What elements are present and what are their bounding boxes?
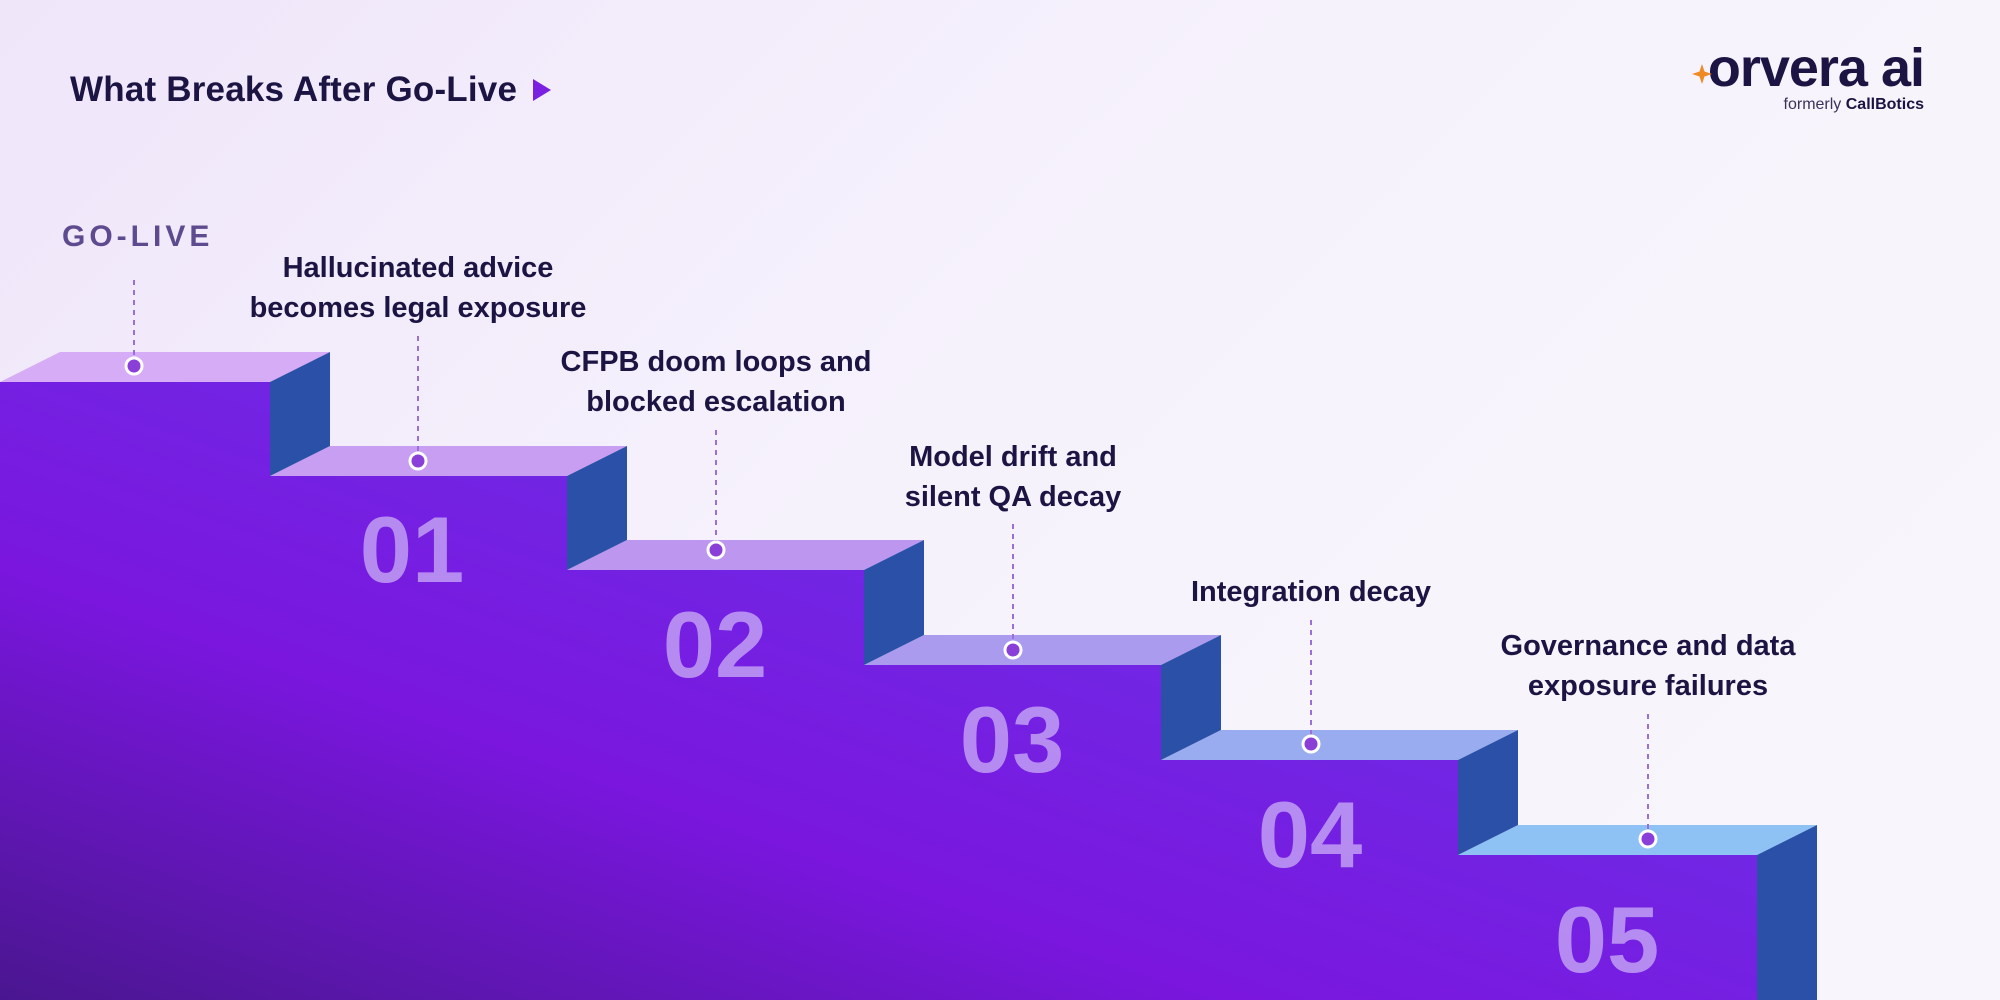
go-live-label: GO-LIVE <box>62 220 214 253</box>
marker-dot-step-01 <box>408 451 428 471</box>
tread-step-04 <box>1161 730 1518 760</box>
marker-dot-go-live <box>124 356 144 376</box>
riser-step-01 <box>567 446 627 570</box>
step-label-05: Governance and data exposure failures <box>1500 630 1796 702</box>
tread-step-05 <box>1458 825 1817 855</box>
step-number-02: 02 <box>662 592 768 697</box>
riser-step-02 <box>864 540 924 665</box>
logo-subtitle: formerly CallBotics <box>1664 96 1924 114</box>
tread-step-02 <box>567 540 924 570</box>
page-title-text: What Breaks After Go-Live <box>70 70 518 109</box>
marker-dot-step-02 <box>706 540 726 560</box>
step-number-01: 01 <box>359 497 465 602</box>
riser-step-04 <box>1458 730 1518 855</box>
step-number-05: 05 <box>1554 887 1660 992</box>
staircase-body <box>0 382 1757 1000</box>
tread-go-live <box>0 352 330 382</box>
step-number-03: 03 <box>959 687 1065 792</box>
marker-dot-step-04 <box>1301 734 1321 754</box>
marker-dot-step-05 <box>1638 829 1658 849</box>
riser-go-live <box>270 352 330 476</box>
tread-step-01 <box>270 446 627 476</box>
tread-step-03 <box>864 635 1221 665</box>
marker-dot-step-03 <box>1003 640 1023 660</box>
logo-wordmark: orvera ai <box>1707 38 1925 98</box>
connector-lines <box>133 280 1649 830</box>
step-number-04: 04 <box>1257 782 1363 887</box>
stair-treads <box>0 352 1817 855</box>
logo-subtitle-prefix: formerly <box>1783 96 1842 113</box>
step-label-01: Hallucinated advice becomes legal exposu… <box>249 252 587 324</box>
step-label-04: Integration decay <box>1190 576 1432 608</box>
riser-step-05 <box>1757 825 1817 1000</box>
page-title: What Breaks After Go-Live <box>70 70 552 110</box>
step-label-03: Model drift and silent QA decay <box>904 441 1122 513</box>
brand-logo: orvera ai formerly CallBotics <box>1664 38 1925 114</box>
riser-step-03 <box>1161 635 1221 760</box>
marker-dots <box>124 356 1658 849</box>
stair-risers <box>270 352 1817 1000</box>
play-triangle-icon <box>533 79 552 101</box>
sparkle-icon <box>1691 64 1712 84</box>
step-label-02: CFPB doom loops and blocked escalation <box>560 346 872 418</box>
logo-subtitle-brand: CallBotics <box>1845 96 1924 113</box>
